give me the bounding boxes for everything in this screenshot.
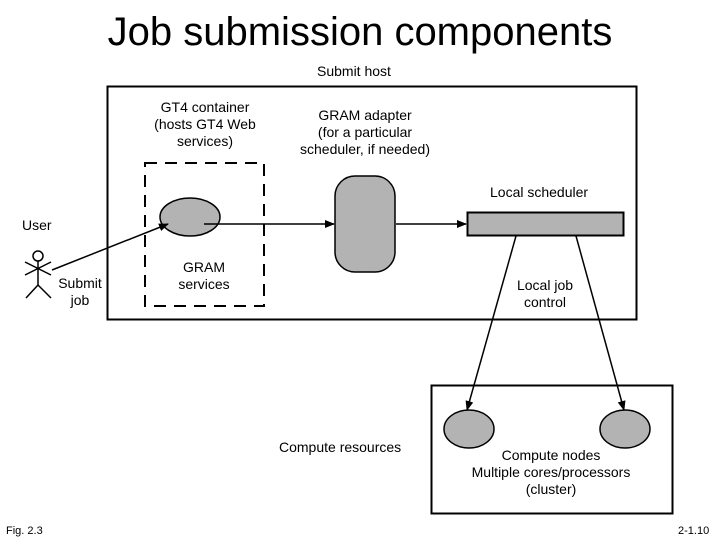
arrow-scheduler-to-node-1 (465, 235, 517, 411)
local-scheduler-label: Local scheduler (490, 184, 589, 200)
compute-resources-box (430, 384, 674, 515)
gt4-container-label: GT4 container (hosts GT4 Web services) (140, 99, 270, 150)
gt4-container-line-2: (hosts GT4 Web (154, 116, 256, 132)
compute-node-1 (443, 409, 495, 449)
compute-nodes-line-3: (cluster) (525, 481, 577, 497)
gram-adapter-node (334, 175, 396, 273)
compute-nodes-line-2: Multiple cores/processors (471, 464, 631, 480)
gram-services-label: GRAM services (150, 259, 258, 293)
local-job-control-label: Local job control (500, 277, 590, 311)
user-label: User (22, 217, 52, 233)
user-icon (24, 250, 52, 299)
compute-nodes-line-1: Compute nodes (501, 447, 601, 463)
gt4-container-box (144, 162, 265, 307)
compute-node-2 (599, 409, 651, 449)
submit-host-box (106, 85, 638, 321)
gram-services-line-1: GRAM (183, 259, 225, 275)
local-job-control-line-1: Local job (516, 277, 574, 293)
compute-resources-label: Compute resources (279, 439, 402, 455)
page-number: 2-1.10 (678, 525, 710, 537)
gram-services-node (159, 197, 221, 237)
figure-number: Fig. 2.3 (6, 525, 43, 537)
gram-services-line-2: services (178, 276, 230, 292)
gram-adapter-line-1: GRAM adapter (318, 107, 412, 123)
submit-job-line-2: job (70, 292, 90, 308)
local-job-control-line-2: control (523, 294, 567, 310)
submit-host-label: Submit host (317, 63, 391, 79)
compute-nodes-label: Compute nodes Multiple cores/processors … (440, 447, 662, 498)
gram-adapter-line-3: scheduler, if needed) (300, 141, 430, 157)
local-scheduler-node (466, 211, 625, 237)
submit-job-line-1: Submit (58, 275, 102, 291)
slide-title: Job submission components (107, 10, 613, 54)
gt4-container-line-3: services) (176, 133, 233, 149)
gt4-container-line-1: GT4 container (160, 99, 250, 115)
submit-job-label: Submit job (52, 275, 108, 309)
gram-adapter-label: GRAM adapter (for a particular scheduler… (290, 107, 440, 158)
gram-adapter-line-2: (for a particular (317, 124, 413, 140)
arrow-scheduler-to-node-2 (575, 235, 626, 411)
arrow-user-to-gram (51, 223, 169, 271)
